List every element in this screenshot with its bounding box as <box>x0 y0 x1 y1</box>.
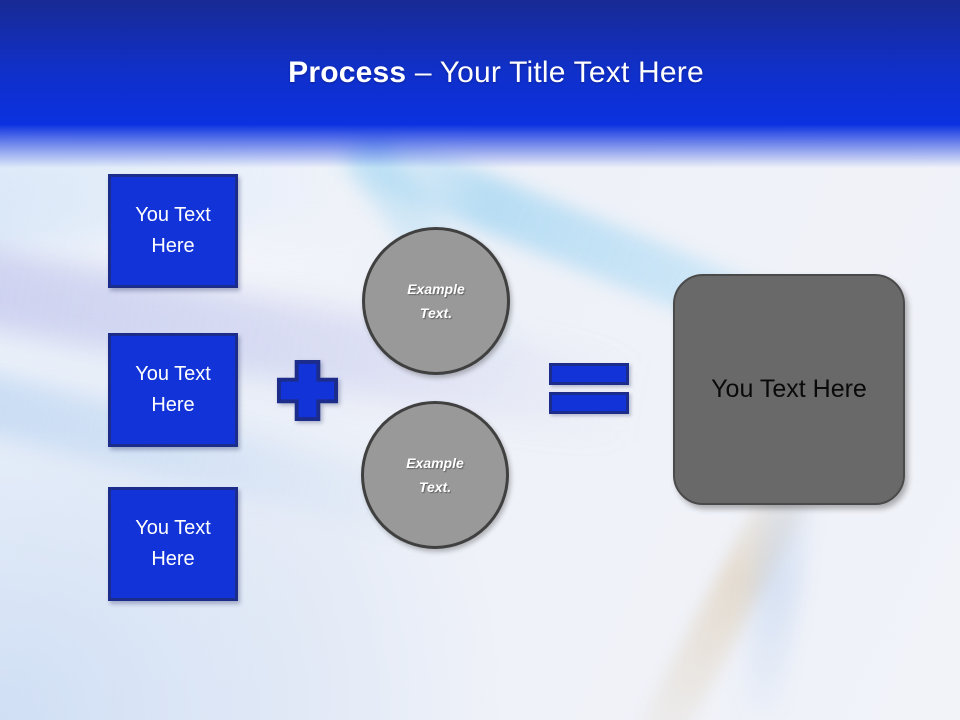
example-circle-1: Example Text. <box>362 227 510 375</box>
process-input-box-3: You Text Here <box>108 487 238 601</box>
process-input-box-2: You Text Here <box>108 333 238 447</box>
example-circle-2-label: Example Text. <box>406 454 464 496</box>
slide-title-rest: – Your Title Text Here <box>406 56 704 89</box>
header-banner: Process – Your Title Text Here <box>0 0 960 168</box>
example-circle-1-label: Example Text. <box>407 280 465 322</box>
plus-icon <box>276 359 339 422</box>
result-box: You Text Here <box>673 274 905 505</box>
result-box-label: You Text Here <box>711 375 867 403</box>
equals-bar-top <box>549 363 629 385</box>
process-input-box-1: You Text Here <box>108 174 238 288</box>
process-input-box-3-label: You Text Here <box>135 517 211 570</box>
process-input-box-1-label: You Text Here <box>135 204 211 257</box>
equals-bar-bottom <box>549 392 629 414</box>
slide-title-bold: Process <box>288 56 407 89</box>
slide-title: Process – Your Title Text Here <box>0 56 960 90</box>
process-input-box-2-label: You Text Here <box>135 363 211 416</box>
example-circle-2: Example Text. <box>361 401 509 549</box>
